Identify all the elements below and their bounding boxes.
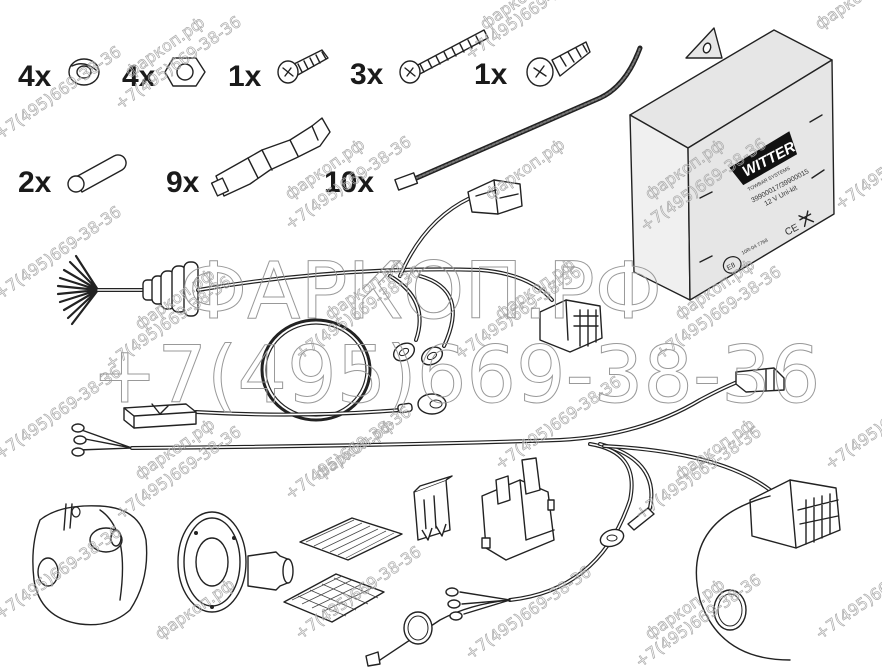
svg-text:+7(495)669-38-36: +7(495)669-38-36 — [92, 331, 820, 421]
spade-terminal-icon — [71, 423, 87, 457]
coiled-cable — [123, 318, 447, 429]
relay-holder-icon — [481, 457, 555, 561]
qty-long-screw: 3x — [350, 58, 384, 91]
scotch-lock-icon — [210, 117, 331, 197]
long-screw-icon — [399, 29, 489, 84]
ring-terminal-icon — [599, 507, 655, 548]
svg-text:фаркоп.рф: фаркоп.рф — [811, 0, 882, 33]
ferrite-clip-icon — [467, 179, 523, 215]
svg-text:+7(495)669-38-36: +7(495)669-38-36 — [831, 112, 882, 213]
ring-terminal-icon — [397, 393, 447, 415]
ring-terminal-icon — [392, 342, 416, 362]
svg-text:ФАРКОП.РФ: ФАРКОП.РФ — [180, 247, 662, 337]
ring-terminal-icon — [420, 346, 444, 366]
loose-wire-ends — [56, 254, 100, 326]
approval-mark: E8 — [726, 262, 737, 272]
weee-icon — [798, 210, 815, 228]
connector-12pin-icon — [749, 479, 841, 549]
svg-text:+7(495)669-38-36: +7(495)669-38-36 — [811, 542, 882, 643]
self-tapping-screw-icon — [526, 41, 591, 87]
svg-text:+7(495)669-38-36: +7(495)669-38-36 — [821, 372, 882, 473]
watermark-large: ФАРКОП.РФ +7(495)669-38-36 — [92, 247, 821, 422]
short-screw-icon — [277, 49, 329, 84]
socket-plate-icon — [177, 511, 294, 613]
spade-terminal-icon — [365, 587, 463, 667]
trailer-socket-icon — [32, 503, 148, 626]
qty-cable-tie: 10x — [324, 166, 374, 199]
qty-scotch-lock: 9x — [166, 166, 200, 199]
qty-short-screw: 1x — [228, 60, 262, 93]
sleeve-icon — [67, 154, 127, 193]
connector-2pin-icon — [735, 367, 785, 393]
svg-text:+7(495)669-38-36: +7(495)669-38-36 — [461, 562, 594, 663]
qty-hex-nut: 4x — [122, 60, 156, 93]
witter-logo — [729, 131, 798, 186]
fuse-icon — [413, 475, 453, 541]
control-module: WITTER TOWBAR SYSTEMS 39900017/39900015 … — [629, 27, 835, 301]
spring-washer-icon — [68, 58, 100, 86]
mesh-pad-coarse-icon — [283, 573, 385, 623]
qty-self-tapping-screw: 1x — [474, 58, 508, 91]
main-harness — [56, 179, 603, 366]
mesh-pad-fine-icon — [299, 517, 403, 561]
qty-sleeve: 2x — [18, 166, 52, 199]
connector-10pin-icon — [539, 299, 603, 353]
vehicle-harness — [71, 367, 841, 667]
grommet-icon — [142, 261, 199, 317]
cable-tie-icon — [394, 45, 643, 191]
hex-nut-icon — [164, 57, 206, 87]
qty-spring-washer: 4x — [18, 60, 52, 93]
buzzer-switch-icon — [123, 403, 197, 429]
